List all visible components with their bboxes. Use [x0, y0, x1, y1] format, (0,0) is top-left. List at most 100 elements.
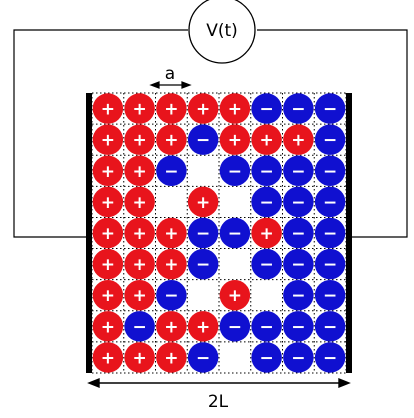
voltage-source-symbol: [188, 0, 256, 64]
positive-ion-disc: [219, 93, 251, 124]
negative-ion-disc: [283, 311, 314, 342]
positive-ion: +: [92, 279, 124, 311]
negative-ion-disc: [314, 186, 346, 218]
positive-ion-disc: [156, 93, 187, 124]
minus-sign-icon: −: [291, 348, 305, 368]
negative-ion: −: [187, 217, 219, 249]
negative-ion-disc: [314, 124, 346, 155]
negative-ion-disc: [283, 217, 314, 249]
negative-ion: −: [251, 248, 282, 280]
positive-ion: +: [124, 93, 155, 124]
negative-ion-disc: [283, 279, 314, 311]
positive-ion: +: [219, 124, 251, 155]
minus-sign-icon: −: [323, 224, 337, 244]
positive-ion: +: [92, 93, 124, 124]
spacing-label: a: [165, 64, 175, 84]
width-arrow-left-head: [87, 377, 100, 389]
plus-sign-icon: +: [133, 162, 147, 182]
negative-ion-disc: [219, 217, 251, 249]
negative-ion: −: [124, 311, 155, 342]
positive-ion: +: [156, 248, 187, 280]
negative-ion-disc: [187, 342, 219, 373]
positive-ion-disc: [92, 279, 124, 311]
positive-ion-disc: [124, 342, 155, 373]
minus-sign-icon: −: [260, 255, 274, 275]
positive-ion: +: [187, 186, 219, 218]
plus-sign-icon: +: [133, 131, 147, 151]
voltage-source-label: V(t): [206, 21, 238, 41]
minus-sign-icon: −: [196, 255, 210, 275]
positive-ion: +: [124, 124, 155, 155]
negative-ion: −: [314, 217, 346, 249]
positive-ion: +: [219, 279, 251, 311]
left-electrode: [86, 93, 92, 373]
minus-sign-icon: −: [260, 162, 274, 182]
negative-ion: −: [156, 279, 187, 311]
negative-ion-disc: [314, 342, 346, 373]
negative-ion-disc: [187, 124, 219, 155]
negative-ion: −: [283, 311, 314, 342]
positive-ion-disc: [124, 217, 155, 249]
positive-ion-disc: [156, 342, 187, 373]
minus-sign-icon: −: [323, 100, 337, 120]
minus-sign-icon: −: [291, 224, 305, 244]
negative-ion-disc: [251, 93, 282, 124]
positive-ion: +: [124, 155, 155, 187]
spacing-arrow-left-head: [149, 81, 160, 89]
negative-ion: −: [314, 93, 346, 124]
negative-ion: −: [283, 186, 314, 218]
negative-ion: −: [283, 93, 314, 124]
plus-sign-icon: +: [133, 255, 147, 275]
plus-sign-icon: +: [228, 286, 242, 306]
positive-ion-disc: [187, 93, 219, 124]
plus-sign-icon: +: [101, 286, 115, 306]
negative-ion-disc: [314, 311, 346, 342]
plus-sign-icon: +: [260, 131, 274, 151]
negative-ion-disc: [187, 248, 219, 280]
positive-ion-disc: [124, 93, 155, 124]
positive-ion: +: [124, 342, 155, 373]
plus-sign-icon: +: [164, 224, 178, 244]
plus-sign-icon: +: [101, 317, 115, 337]
negative-ion: −: [314, 279, 346, 311]
positive-ion-disc: [92, 217, 124, 249]
plus-sign-icon: +: [164, 348, 178, 368]
negative-ion-disc: [156, 155, 187, 187]
minus-sign-icon: −: [260, 317, 274, 337]
plus-sign-icon: +: [228, 131, 242, 151]
positive-ion: +: [124, 248, 155, 280]
right-wire: [257, 29, 408, 238]
negative-ion-disc: [187, 217, 219, 249]
minus-sign-icon: −: [196, 224, 210, 244]
plus-sign-icon: +: [133, 348, 147, 368]
positive-ion-disc: [124, 279, 155, 311]
positive-ion-disc: [92, 311, 124, 342]
positive-ion-disc: [92, 155, 124, 187]
negative-ion-disc: [219, 311, 251, 342]
negative-ion-disc: [314, 155, 346, 187]
negative-ion: −: [251, 342, 282, 373]
plus-sign-icon: +: [196, 100, 210, 120]
minus-sign-icon: −: [291, 286, 305, 306]
spacing-arrow-right-head: [181, 81, 192, 89]
minus-sign-icon: −: [196, 131, 210, 151]
positive-ion: +: [92, 342, 124, 373]
minus-sign-icon: −: [323, 255, 337, 275]
positive-ion-disc: [251, 124, 282, 155]
minus-sign-icon: −: [323, 162, 337, 182]
spacing-dimension: [149, 81, 192, 89]
plus-sign-icon: +: [101, 100, 115, 120]
left-wire: [13, 29, 188, 238]
minus-sign-icon: −: [228, 317, 242, 337]
minus-sign-icon: −: [291, 317, 305, 337]
negative-ion: −: [283, 342, 314, 373]
plus-sign-icon: +: [164, 255, 178, 275]
voltage-source: V(t): [188, 0, 256, 64]
positive-ion: +: [219, 93, 251, 124]
positive-ion-disc: [124, 124, 155, 155]
negative-ion: −: [251, 186, 282, 218]
plus-sign-icon: +: [291, 131, 305, 151]
negative-ion: −: [219, 217, 251, 249]
width-dimension: [87, 377, 351, 389]
negative-ion-disc: [156, 279, 187, 311]
